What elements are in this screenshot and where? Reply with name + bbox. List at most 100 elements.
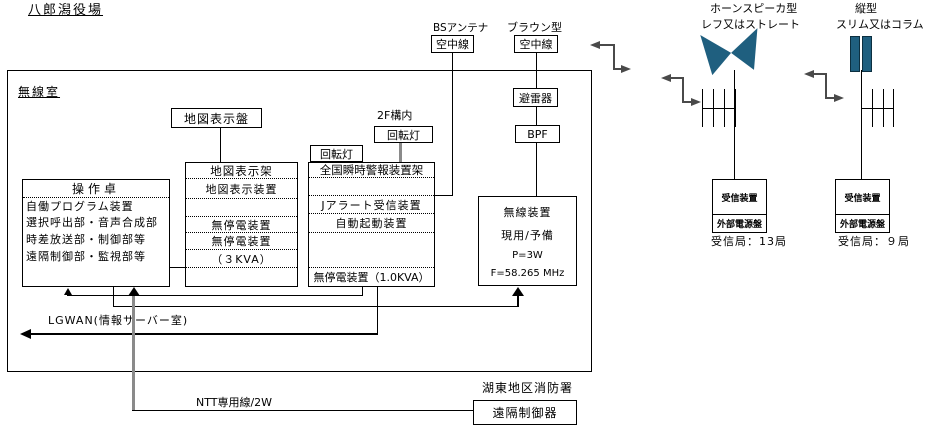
horn-receiver-label: 受信装置 [713, 180, 766, 215]
beacon-room-box: 回転灯 [310, 145, 363, 162]
arrowhead-up-ntt [128, 287, 140, 296]
jalert-row-blank [309, 178, 434, 196]
lgwan-line [30, 333, 378, 335]
wire-console-jalert [67, 295, 363, 296]
console-box: 操作卓 自働プログラム装置 選択呼出部・音声合成部 時差放送部・制御部等 遠隔制… [22, 179, 170, 287]
map-rack-title: 地図表示架 [186, 163, 297, 179]
map-rack-row: 地図表示装置 [186, 179, 297, 199]
radio-unit-mode: 現用/予備 [501, 228, 554, 242]
horn-station-count: 受信局：13局 [711, 235, 787, 248]
column-link-line [825, 73, 827, 99]
braun-antenna-caption: ブラウン型 [507, 21, 562, 34]
column-receiver-box: 受信装置 外部電源盤 [835, 179, 890, 233]
map-rack-row: （３KVA） [186, 250, 297, 268]
connector-arrester-bpf [536, 107, 537, 125]
horn-link-line [670, 77, 684, 79]
radio-unit-frequency: F=58.265 MHz [490, 267, 565, 279]
column-receiver-label: 受信装置 [836, 180, 889, 215]
ntt-vertical-line [132, 296, 135, 411]
horn-yagi-element [702, 89, 703, 127]
horn-yagi-boom [702, 108, 736, 109]
page-title: 八郎潟役場 [28, 3, 104, 18]
jalert-rack-box: 全国瞬時警報装置架 Jアラート受信装置 自動起動装置 無停電装置（1.0KVA） [308, 162, 435, 287]
radio-room-label: 無線室 [18, 85, 61, 99]
remote-controller-box: 遠隔制御器 [473, 400, 577, 425]
connector-bpf-radio [536, 143, 537, 196]
column-yagi-element [883, 89, 884, 127]
horn-speaker-icon [699, 28, 763, 76]
horn-link-arrow-left-icon [661, 74, 671, 82]
horn-station-caption1: ホーンスピーカ型 [710, 2, 798, 15]
wire-console-jalert-riser [362, 287, 363, 296]
map-rack-row-blank [186, 268, 297, 286]
column-link-arrow-left-icon [804, 70, 814, 78]
horn-link-line [682, 77, 684, 103]
column-power-label: 外部電源盤 [839, 220, 885, 230]
radio-unit-box: 無線装置 現用/予備 P=3W F=58.265 MHz [478, 196, 577, 286]
column-speaker-icon [850, 36, 860, 72]
jalert-receiver-row: Jアラート受信装置 [309, 196, 434, 214]
arrowhead-up-radio [512, 287, 524, 296]
horn-station-caption2: レフ又はストレート [701, 18, 800, 31]
bpf-box: BPF [515, 125, 560, 143]
bs-antenna-caption: BSアンテナ [433, 22, 489, 34]
jalert-rack-title: 全国瞬時警報装置架 [309, 163, 434, 178]
column-yagi-boom [861, 108, 894, 109]
radio-link-arrow-right-icon [621, 65, 631, 73]
horn-power-label: 外部電源盤 [716, 220, 762, 230]
connector-bs-antenna [452, 53, 453, 195]
horn-yagi-element [724, 89, 725, 127]
radio-unit-name: 無線装置 [503, 205, 552, 219]
connector-console-maprack [169, 267, 186, 268]
console-row: 遠隔制御部・監視部等 [26, 249, 146, 263]
console-title: 操作卓 [23, 180, 169, 198]
connector-bs-to-rack [435, 195, 453, 196]
column-station-caption2: スリム又はコラム [836, 18, 924, 31]
beacon-2f-box: 回転灯 [374, 126, 433, 143]
map-rack-box: 地図表示架 地図表示装置 無停電装置 無停電装置 （３KVA） [185, 162, 298, 287]
console-row: 自働プログラム装置 [26, 200, 134, 213]
arrowhead-up-console [64, 288, 72, 295]
lgwan-label: LGWAN(情報サーバー室) [48, 314, 189, 327]
wire-console-radio [113, 306, 518, 307]
column-link-arrow-right-icon [834, 94, 844, 102]
radio-unit-power: P=3W [512, 249, 543, 261]
column-yagi-element [893, 89, 894, 127]
column-link-line [825, 97, 835, 99]
column-yagi-element [872, 89, 873, 127]
ntt-horizontal-line [132, 410, 473, 411]
horn-mast-line [734, 70, 735, 179]
column-link-line [813, 73, 827, 75]
radio-link-arrow-left-icon [590, 41, 600, 49]
column-speaker-icon [862, 36, 872, 72]
bs-antenna-box: 空中線 [431, 35, 474, 53]
braun-antenna-box: 空中線 [514, 35, 558, 53]
horn-receiver-box: 受信装置 外部電源盤 [712, 179, 767, 233]
column-station-caption1: 縦型 [855, 2, 877, 15]
column-yagi-element [861, 89, 862, 127]
jalert-ups-row: 無停電装置（1.0KVA） [313, 271, 430, 284]
map-rack-row: 無停電装置 [186, 233, 297, 250]
ntt-line-label: NTT専用線/2W [196, 396, 273, 409]
console-row: 時差放送部・制御部等 [26, 232, 146, 246]
radio-link-line [613, 68, 622, 70]
horn-yagi-element [735, 89, 736, 127]
arrowhead-left-lgwan [20, 329, 31, 339]
lgwan-riser [377, 287, 378, 334]
arrester-box: 避雷器 [513, 88, 558, 107]
radio-link-line [613, 44, 615, 70]
wire-console-radio-riser [517, 294, 519, 307]
horn-link-arrow-right-icon [691, 98, 701, 106]
wire-console-radio-drop [113, 287, 114, 306]
jalert-row-blank [309, 233, 434, 268]
map-rack-row: 無停電装置 [186, 217, 297, 233]
map-rack-row [186, 199, 297, 217]
radio-link-line [599, 44, 615, 46]
console-row: 選択呼出部・音声合成部 [26, 216, 158, 229]
horn-link-line [682, 101, 692, 103]
horn-yagi-element [713, 89, 714, 127]
connector-beacon-2f [399, 143, 402, 162]
beacon-2f-caption: 2F構内 [377, 109, 413, 122]
jalert-autostart-row: 自動起動装置 [309, 214, 434, 233]
